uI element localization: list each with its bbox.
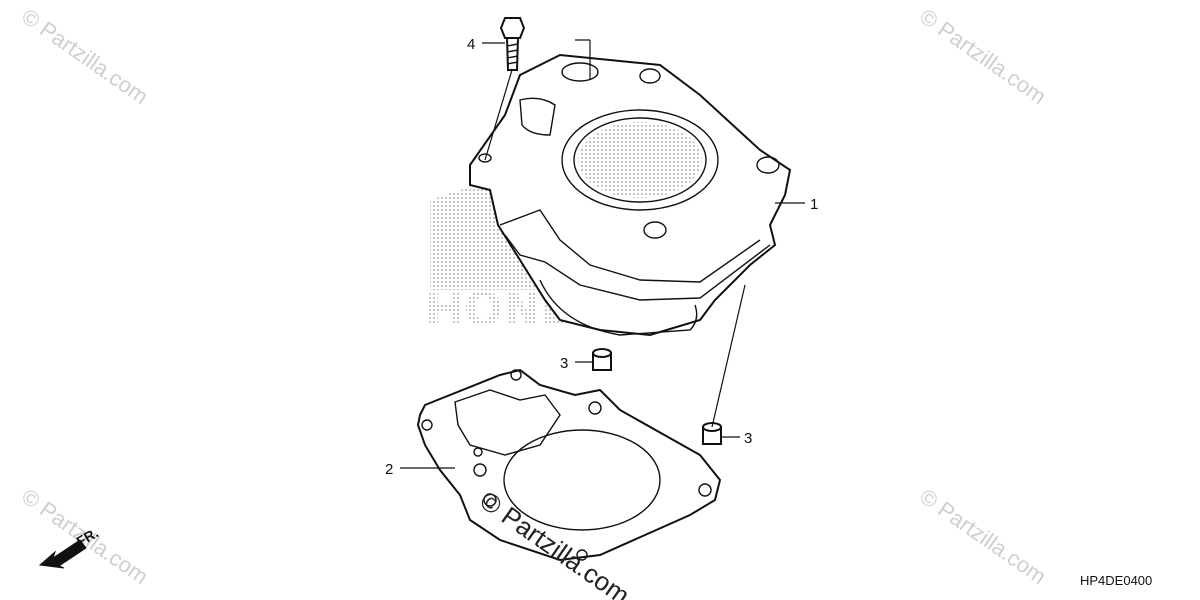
alignment-line-bolt (484, 69, 513, 161)
alignment-line-right (711, 284, 746, 428)
callout-3-left[interactable]: 3 (560, 355, 568, 372)
cylinder-block[interactable] (469, 53, 792, 337)
cylinder-gasket[interactable] (416, 368, 722, 562)
callout-1[interactable]: 1 (810, 196, 818, 213)
watermark-bottom-right: © Partzilla.com (915, 484, 1051, 590)
watermark-top-right: © Partzilla.com (915, 4, 1051, 110)
callout-2[interactable]: 2 (385, 461, 393, 478)
callout-4[interactable]: 4 (467, 36, 475, 53)
callout-3-right[interactable]: 3 (744, 430, 752, 447)
diagram-code: HP4DE0400 (1080, 573, 1152, 588)
dowel-pin-right[interactable] (702, 422, 722, 445)
watermark-top-left: © Partzilla.com (17, 4, 153, 110)
cylinder-bolt[interactable] (499, 17, 526, 71)
dowel-pin-left[interactable] (592, 348, 612, 371)
alignment-line-block (575, 39, 591, 80)
